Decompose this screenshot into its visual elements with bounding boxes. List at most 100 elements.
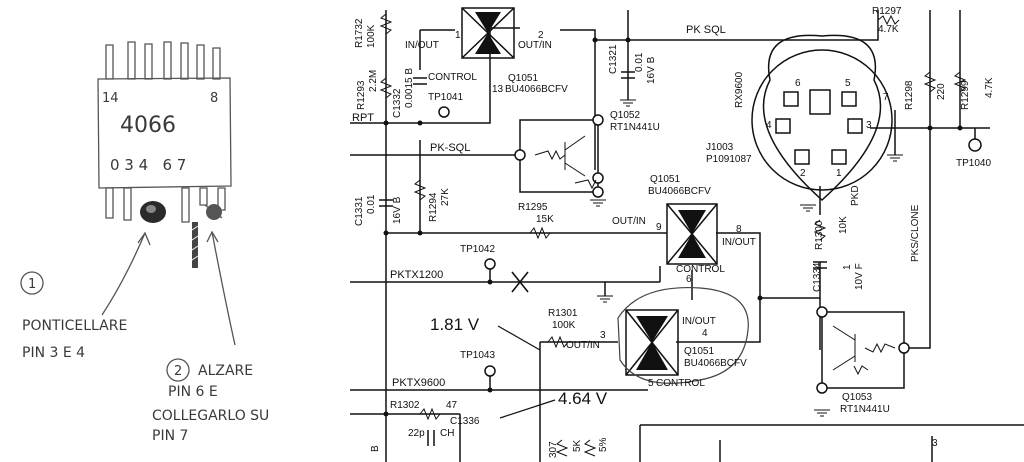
transistor-q1053 [816,306,910,394]
r1295-val: 15K [536,214,554,225]
c1331-v: 16V B [392,196,403,224]
chip-pin-row: 0 3 4 6 7 [110,156,186,174]
r1301-ref: R1301 [548,308,578,319]
j1003-part: P1091087 [706,154,752,165]
r1732-val: 100K [366,24,377,48]
chip-pin-8: 8 [210,91,218,106]
j1003-pin3: 3 [866,120,872,131]
resistor-r1301 [547,335,569,349]
pks-clone-label: PKS/CLONE [910,204,921,262]
r1298-ref: R1298 [904,80,915,110]
r1298-val: 220 [936,83,947,100]
capacitor-c1334 [813,261,827,269]
voltage-1-81v: 1.81 V [430,315,480,334]
chip-bottom-pins [105,187,226,223]
r1299-ref: R1299 [960,80,971,110]
tp1041-label: TP1041 [428,92,463,103]
q1051-mid-control: CONTROL [676,264,725,275]
bottom-b-label: B [370,445,381,452]
j1003-pin6: 6 [795,78,801,89]
q1051-top-pin2: 2 [538,30,544,41]
j1003-pin5: 5 [845,78,851,89]
chip-id: 4066 [120,113,176,138]
test-points [438,106,982,377]
r1300-val: 10K [838,216,849,234]
q1053-part: RT1N441U [840,404,890,415]
capacitor-c1332 [413,77,427,85]
resistors [379,13,967,457]
pointer-1-81v [497,325,541,351]
q1051-low-ref: Q1051 [684,346,714,357]
capacitor-c1336 [427,430,435,446]
hand-sketch: 14 8 4066 0 3 4 6 7 1 PONTICELLARE PIN 3… [20,41,269,444]
transistor-q1052 [514,114,604,198]
wires [350,10,1024,462]
note2-line2: PIN 6 E [168,384,218,400]
note1-circle [20,271,44,295]
switch-q1051-top [461,7,515,59]
voltage-4-64v: 4.64 V [558,389,608,408]
switch-q1051-mid [666,203,718,265]
pktx9600-label: PKTX9600 [392,377,445,389]
c1331-ref: C1331 [354,196,365,226]
arrow-note1 [101,232,146,316]
testpoint-tp1040 [968,138,982,152]
note2-line3: COLLEGARLO SU [152,408,269,424]
c1321-val: 0.01 [634,52,645,72]
connector-j1003 [751,34,893,202]
note2-line1: ALZARE [198,363,253,379]
q1052-part: RT1N441U [610,122,660,133]
c1331-val: 0.01 [366,194,377,214]
switch-q1051-low [617,286,749,384]
q1051-mid-pin6: 6 [686,274,692,285]
cut-mark [511,271,529,293]
grounds [590,99,903,417]
r1293-val: 2.2M [368,70,379,92]
r1299-val: 4.7K [984,77,995,98]
resistor-r1293 [379,77,393,99]
q1051-mid-right: IN/OUT [722,237,756,248]
resistor-r1297 [877,14,900,26]
q1053-ref: Q1053 [842,392,872,403]
r1300-ref: R1300 [814,220,825,250]
bottom-3-label: 3 [932,438,938,449]
tp1043-label: TP1043 [460,350,495,361]
q1052-ref: Q1052 [610,110,640,121]
note2-line4: PIN 7 [152,428,188,444]
r1294-ref: R1294 [428,192,439,222]
capacitors [379,71,827,446]
tp1040-label: TP1040 [956,158,991,169]
r1302-val: 47 [446,400,458,411]
r1301-val: 100K [552,320,576,331]
pointer-4-64v [499,399,556,419]
testpoint-tp1041 [438,106,450,118]
c1334-val: 1 [842,264,853,270]
chip-body [97,77,232,189]
j1003-pin2: 2 [800,168,806,179]
junction-dots [383,37,963,417]
resistor-r1300 [813,219,827,241]
capacitor-c1331 [379,199,393,207]
resistor-r1299 [953,71,967,93]
note1-line2: PIN 3 E 4 [22,345,85,361]
note1-line1: PONTICELLARE [22,318,127,334]
note2-circle [166,358,190,382]
pktx1200-label: PKTX1200 [390,269,443,281]
chip-pin-14: 14 [102,91,119,106]
capacitor-c1321 [621,71,635,79]
c1334-v: 10V F [854,263,865,290]
q1051-low-part: BU4066BCFV [684,358,747,369]
bottom-307-label: 307 [548,441,559,458]
j1003-ref: J1003 [706,142,734,153]
c1336-ref: C1336 [450,416,480,427]
rx9600-label: RX9600 [734,71,745,108]
c1321-v: 16V B [646,56,657,84]
pk-sql-mid: PK-SQL [430,142,470,154]
q1051-low-right: IN/OUT [682,316,716,327]
q1051-top-ref: Q1051 [508,73,538,84]
note1-num: 1 [28,277,36,292]
resistor-r1294 [413,179,427,201]
r1293-ref: R1293 [356,80,367,110]
